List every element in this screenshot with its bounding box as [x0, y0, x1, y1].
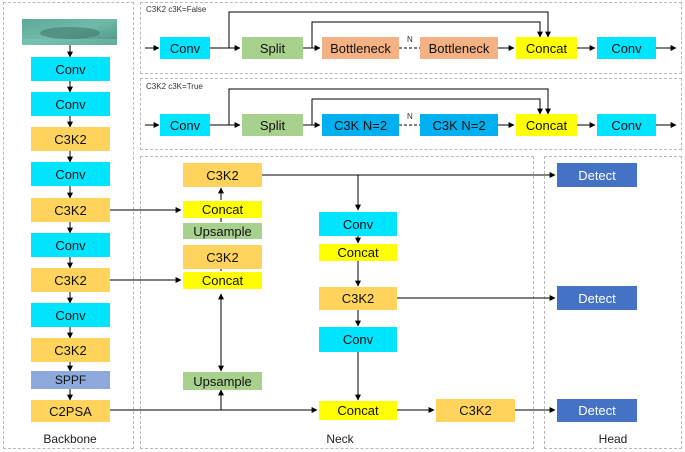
- mid-c3k-1: C3K N=2: [322, 114, 399, 136]
- top-conv-1: Conv: [160, 37, 210, 59]
- backbone-c3k2-2: C3K2: [31, 198, 110, 222]
- top-split: Split: [242, 37, 303, 59]
- detect-1: Detect: [557, 163, 637, 187]
- backbone-label: Backbone: [43, 432, 97, 446]
- detect-3: Detect: [557, 399, 637, 422]
- backbone-c3k2-4: C3K2: [31, 338, 110, 362]
- neck-conv-2: Conv: [319, 327, 397, 352]
- backbone-sppf: SPPF: [31, 371, 110, 389]
- backbone-conv-3: Conv: [31, 162, 110, 186]
- c3k2-true-panel: [140, 78, 682, 150]
- detect-2: Detect: [557, 286, 637, 310]
- top-concat: Concat: [516, 37, 577, 59]
- neck-concat-2: Concat: [183, 272, 262, 289]
- neck-upsample-1: Upsample: [183, 223, 262, 239]
- head-panel: [544, 156, 682, 449]
- input-image: [22, 19, 117, 45]
- mid-conv-1: Conv: [160, 114, 210, 136]
- neck-conv-1: Conv: [319, 212, 397, 236]
- mid-conv-2: Conv: [597, 114, 656, 136]
- mid-repeat-label: N: [407, 112, 413, 121]
- neck-panel: [140, 156, 534, 449]
- top-panel-title: C3K2 c3K=False: [146, 5, 207, 14]
- neck-c3k2-mid: C3K2: [183, 245, 262, 269]
- top-repeat-label: N: [407, 35, 413, 44]
- backbone-c3k2-3: C3K2: [31, 268, 110, 292]
- neck-c3k2-right: C3K2: [319, 287, 397, 310]
- backbone-conv-4: Conv: [31, 233, 110, 257]
- backbone-conv-2: Conv: [31, 92, 110, 116]
- neck-label: Neck: [326, 432, 354, 446]
- backbone-conv-5: Conv: [31, 303, 110, 327]
- mid-split: Split: [242, 114, 303, 136]
- backbone-c3k2-1: C3K2: [31, 127, 110, 151]
- mid-concat: Concat: [516, 114, 577, 136]
- backbone-panel: [3, 2, 134, 449]
- top-bottleneck-1: Bottleneck: [322, 37, 399, 59]
- mid-panel-title: C3K2 c3K=True: [146, 82, 203, 91]
- neck-concat-4: Concat: [319, 401, 397, 420]
- top-bottleneck-2: Bottleneck: [420, 37, 498, 59]
- neck-c3k2-bottom: C3K2: [436, 399, 515, 422]
- neck-concat-1: Concat: [183, 201, 262, 218]
- neck-concat-3: Concat: [319, 244, 397, 261]
- c3k2-false-panel: [140, 2, 682, 74]
- neck-upsample-2: Upsample: [183, 372, 262, 390]
- mid-c3k-2: C3K N=2: [420, 114, 498, 136]
- top-conv-2: Conv: [597, 37, 656, 59]
- backbone-conv-1: Conv: [31, 57, 110, 81]
- backbone-c2psa: C2PSA: [31, 400, 110, 422]
- head-label: Head: [598, 432, 628, 446]
- neck-c3k2-top: C3K2: [183, 163, 262, 187]
